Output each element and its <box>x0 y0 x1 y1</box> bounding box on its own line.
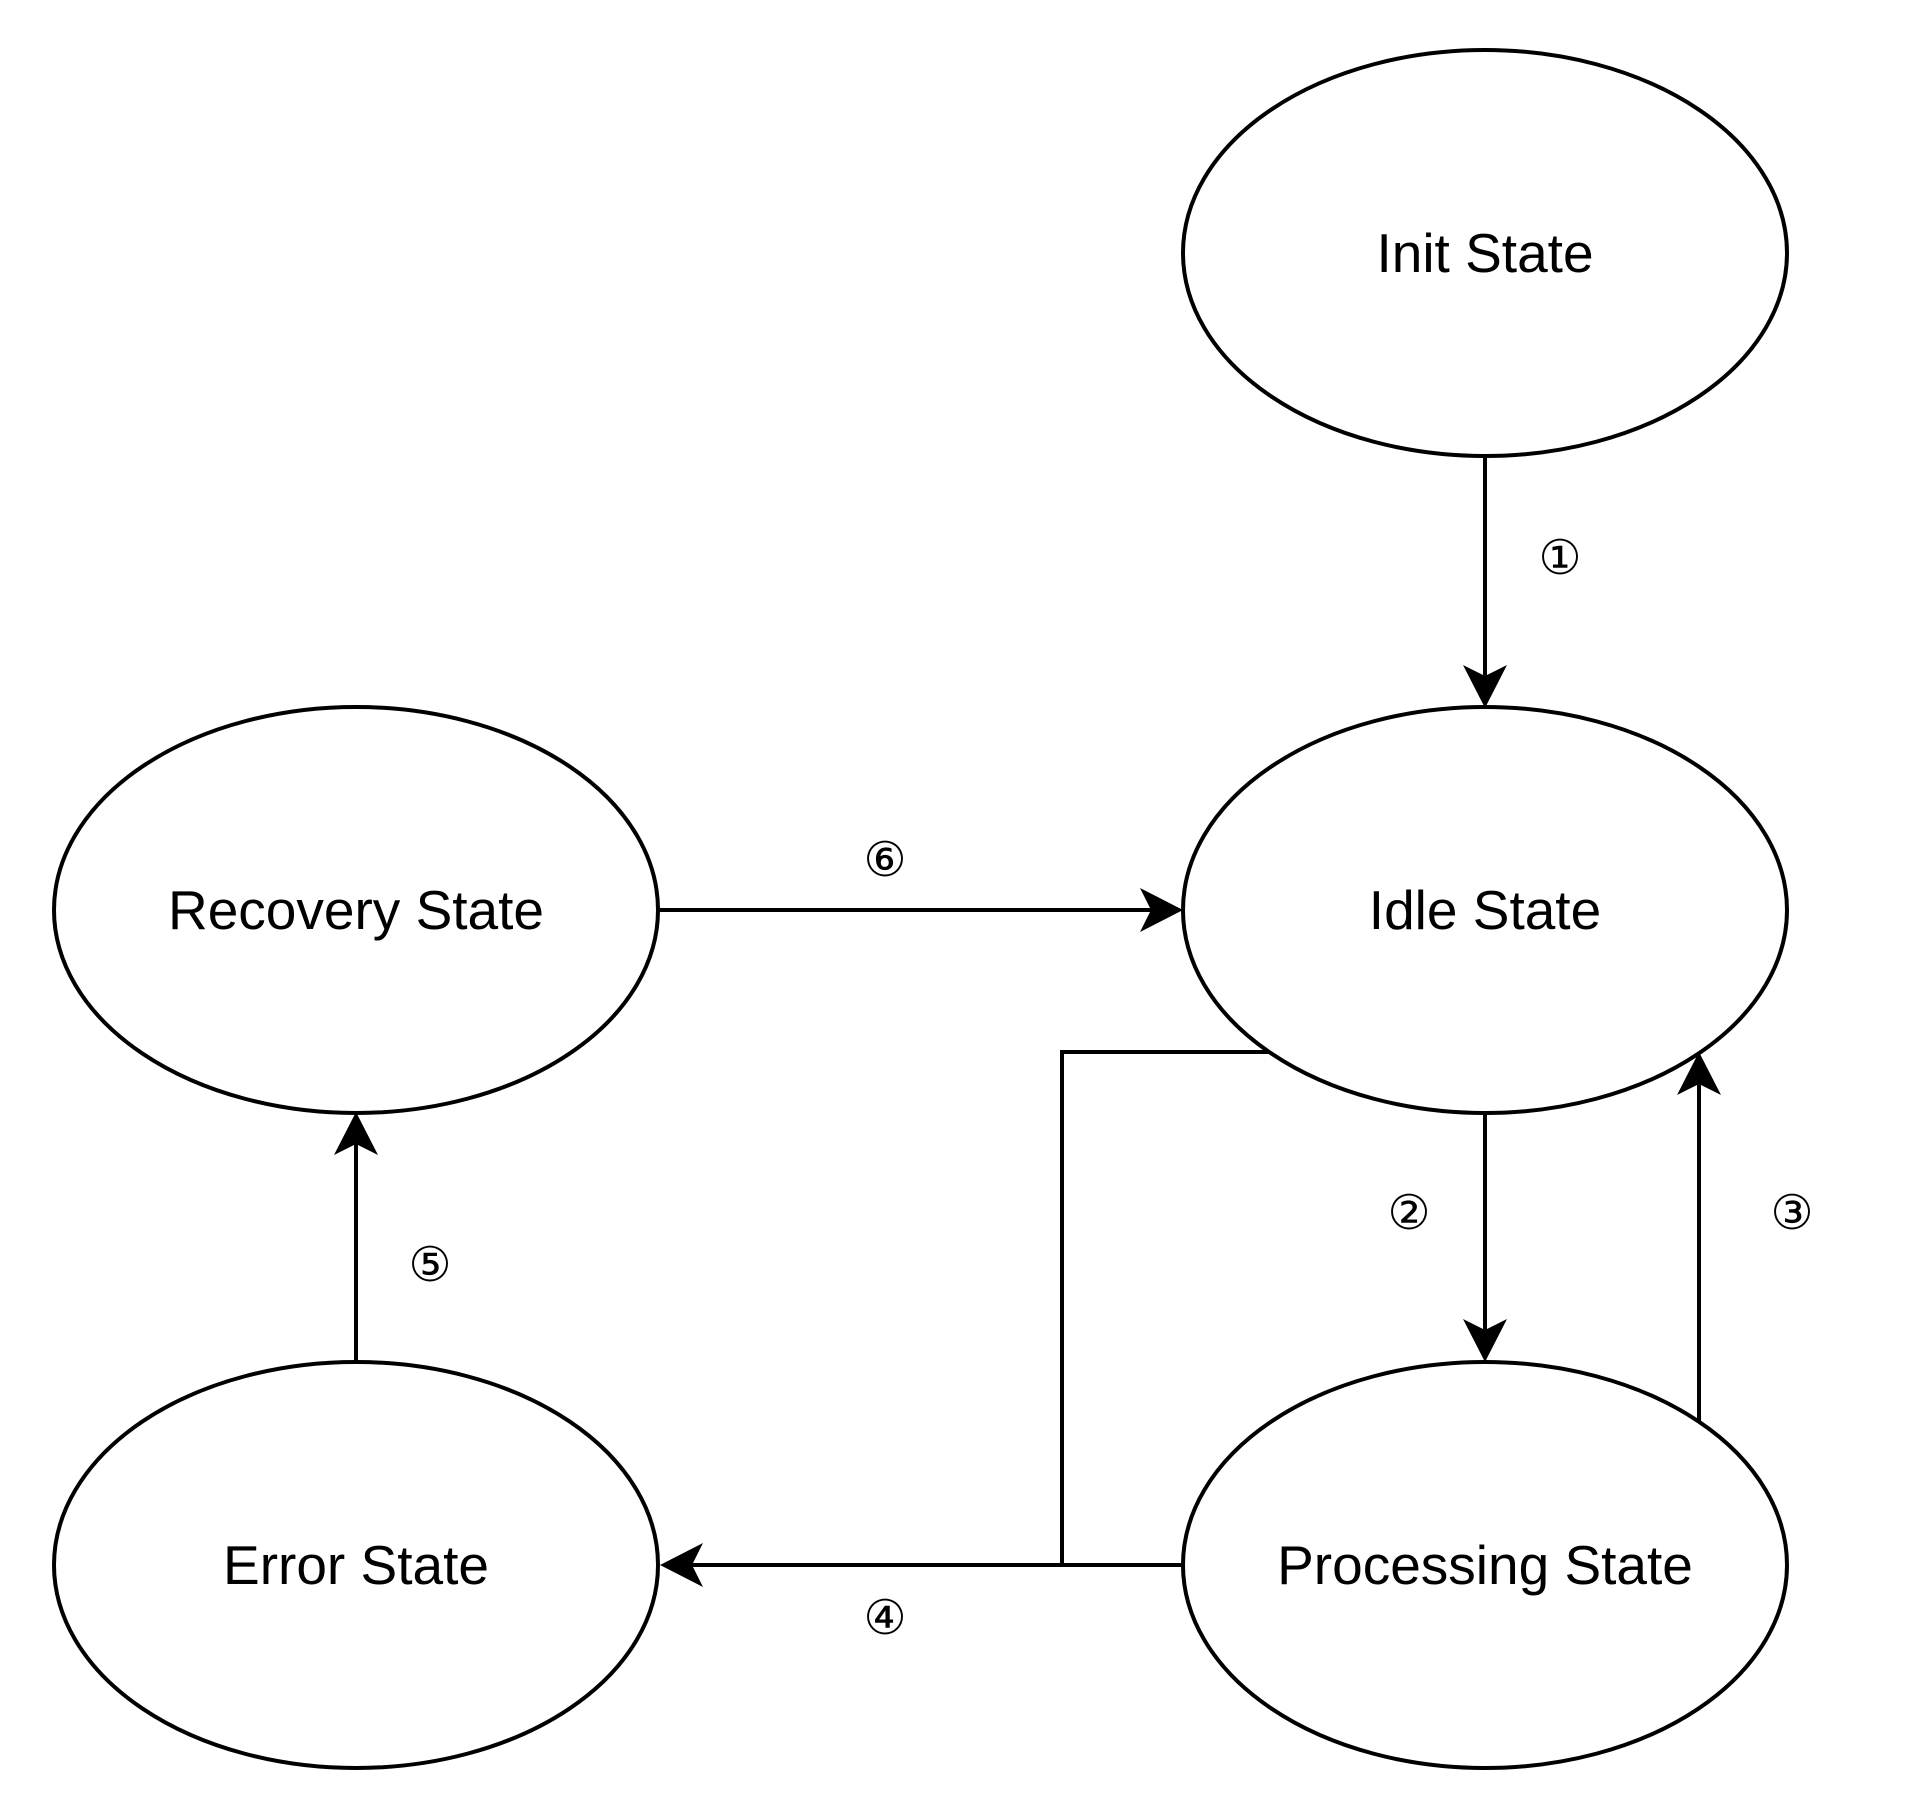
state-idle[interactable]: Idle State <box>1181 705 1789 1115</box>
transition-init-to-idle: ① <box>1463 457 1582 708</box>
transition-recovery-to-idle: ⑥ <box>658 832 1183 932</box>
edge-label-6: ⑥ <box>863 832 906 888</box>
edge-label-1: ① <box>1538 530 1581 586</box>
arrowhead-icon <box>1140 888 1183 932</box>
state-init[interactable]: Init State <box>1181 48 1789 458</box>
state-processing-shape <box>1181 1360 1789 1770</box>
edge-label-4: ④ <box>863 1590 906 1646</box>
state-processing[interactable]: Processing State <box>1181 1360 1789 1770</box>
arrowhead-icon <box>1677 1052 1721 1095</box>
state-error[interactable]: Error State <box>52 1360 660 1770</box>
edge-label-3: ③ <box>1770 1185 1813 1241</box>
transition-processing-to-error: ④ <box>660 1050 1270 1646</box>
arrowhead-icon <box>660 1543 703 1587</box>
transition-idle-to-processing: ② <box>1387 1112 1507 1362</box>
state-init-label: Init State <box>1376 222 1593 284</box>
state-error-shape <box>52 1360 660 1770</box>
state-processing-label: Processing State <box>1277 1534 1693 1596</box>
state-recovery-shape <box>52 705 660 1115</box>
state-idle-shape <box>1181 705 1789 1115</box>
edge-label-2: ② <box>1387 1185 1430 1241</box>
arrowhead-icon <box>1463 665 1507 708</box>
state-recovery[interactable]: Recovery State <box>52 705 660 1115</box>
state-error-label: Error State <box>223 1534 489 1596</box>
transition-error-to-recovery: ⑤ <box>334 1112 452 1362</box>
edge-branch-from-idle <box>1060 1050 1270 1565</box>
state-idle-label: Idle State <box>1369 879 1601 941</box>
edge-label-5: ⑤ <box>408 1237 451 1293</box>
transition-processing-to-idle: ③ <box>1677 1052 1814 1423</box>
arrowhead-icon <box>1463 1319 1507 1362</box>
state-init-shape <box>1181 48 1789 458</box>
arrowhead-icon <box>334 1112 378 1155</box>
state-recovery-label: Recovery State <box>168 879 544 941</box>
